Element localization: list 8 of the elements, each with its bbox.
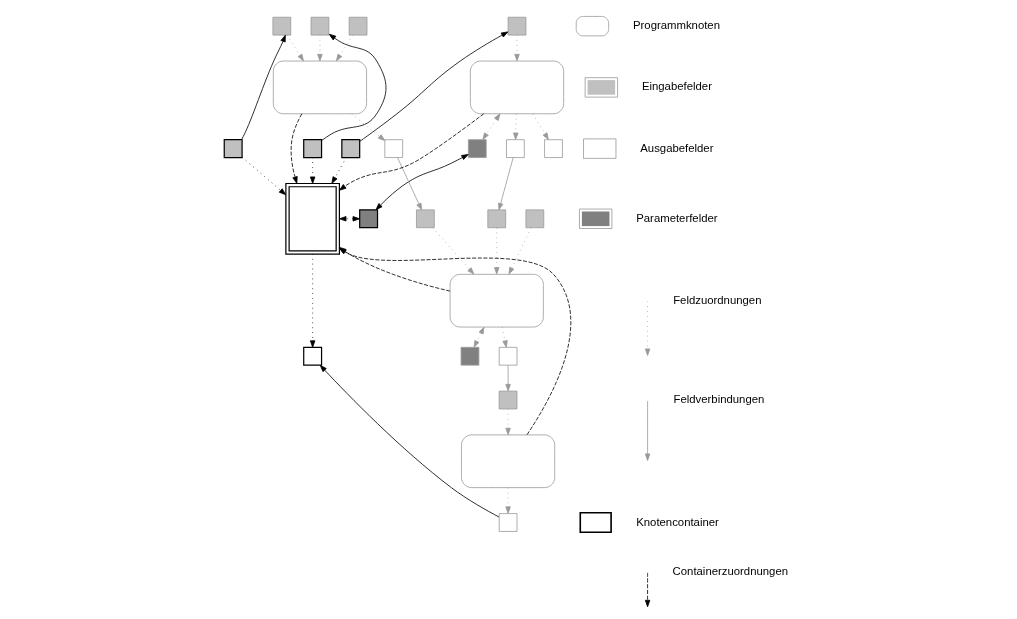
legend-label: Eingabefelder	[641, 80, 712, 93]
legend-label: Ausgabefelder	[640, 141, 714, 154]
legend-label: Feldzuordnungen	[673, 293, 762, 306]
legend-label: Programmknoten	[632, 19, 720, 32]
legend-label: Knotencontainer	[636, 515, 719, 528]
legend-label: Feldverbindungen	[673, 393, 765, 406]
legend-label: Containerzuordnungen	[672, 564, 789, 577]
legend-label: Parameterfelder	[636, 211, 718, 224]
